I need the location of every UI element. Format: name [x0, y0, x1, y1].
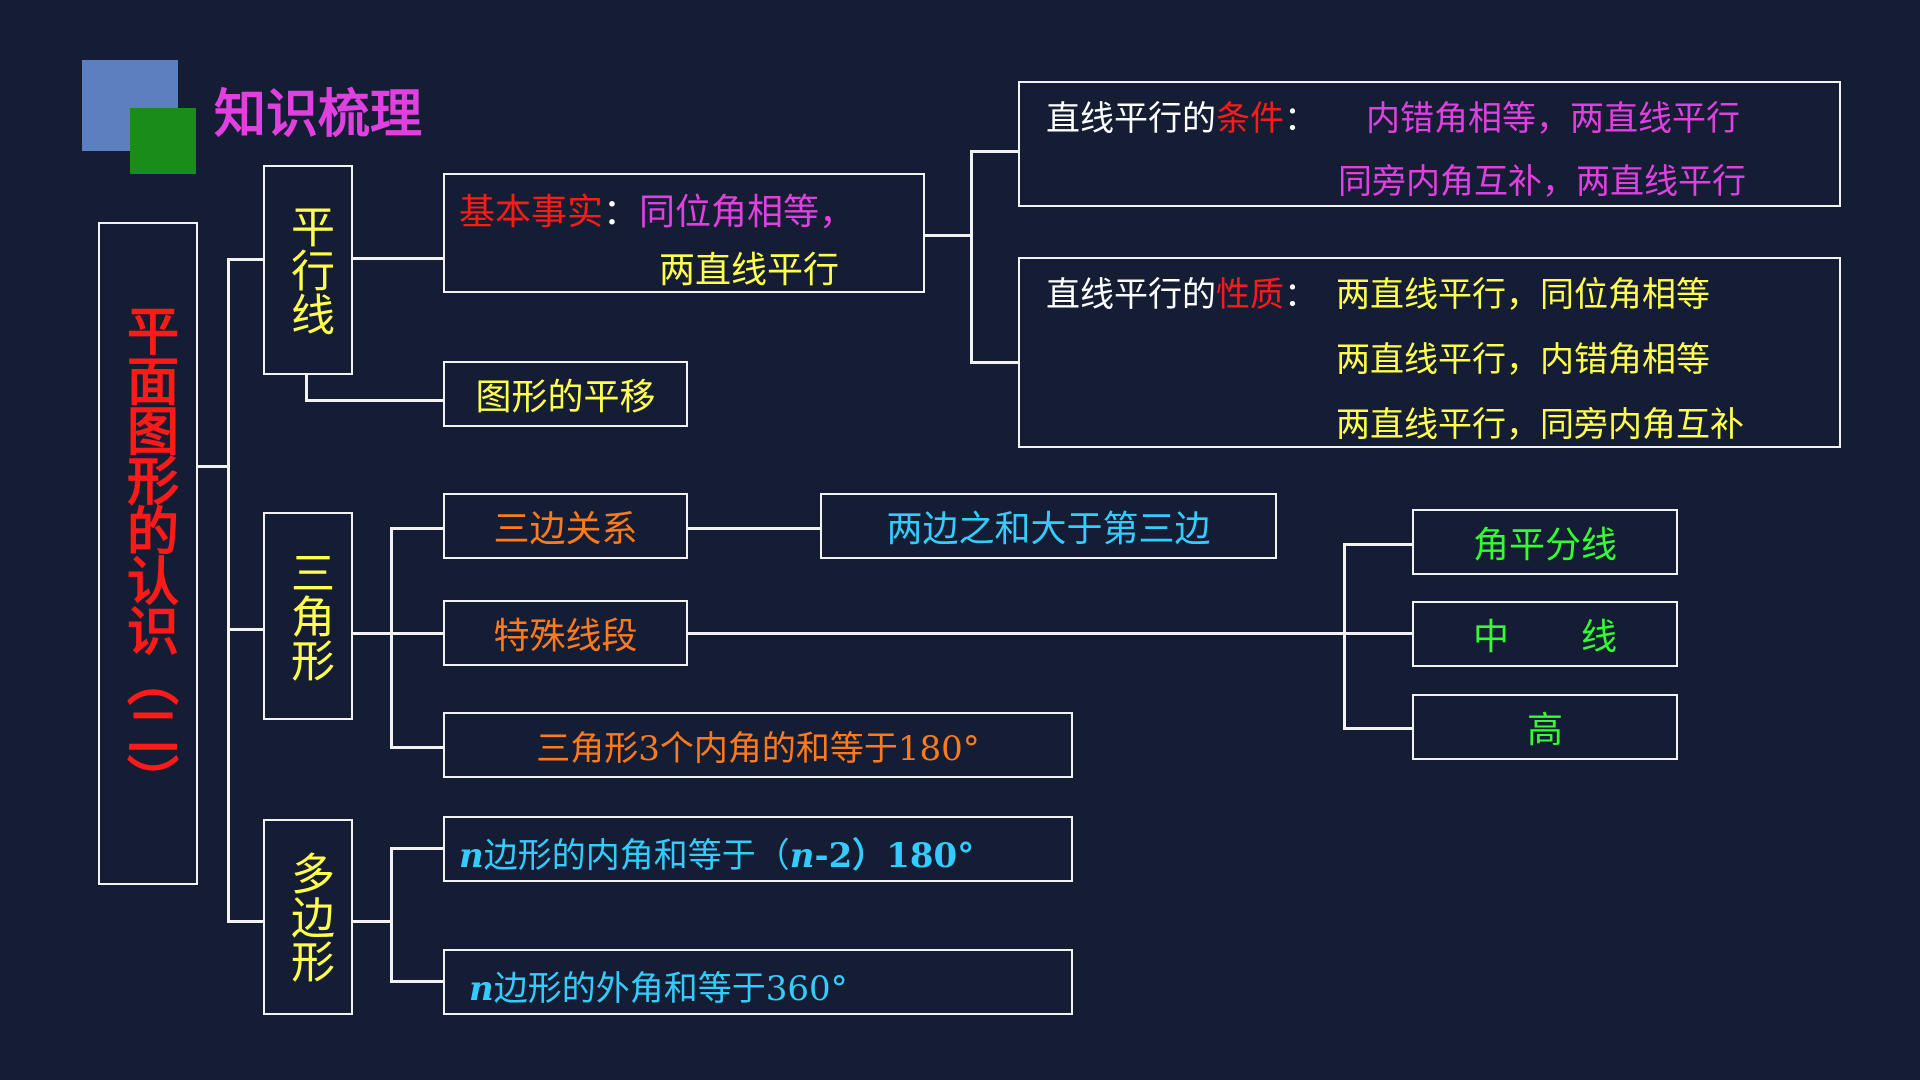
- connector: [1343, 543, 1346, 730]
- condition-prefix: 直线平行的: [1046, 99, 1216, 139]
- connector: [390, 527, 445, 530]
- translation-label: 图形的平移: [475, 377, 656, 418]
- connector: [227, 258, 265, 261]
- connector: [688, 527, 822, 530]
- connector: [227, 258, 230, 923]
- interior-sum-box: n边形的内角和等于（n-2）180°: [443, 816, 1073, 882]
- side-relation-box: 三边关系: [443, 493, 688, 559]
- connector: [970, 150, 973, 364]
- page-title: 知识梳理: [214, 84, 423, 145]
- segment-median: 中 线: [1472, 617, 1617, 658]
- interior-sum-label: n边形的内角和等于（n-2）180°: [459, 828, 974, 877]
- basic-fact-text2: 两直线平行: [659, 250, 840, 291]
- connector: [390, 746, 445, 749]
- property-box: 直线平行的性质： 两直线平行，同位角相等 两直线平行，内错角相等 两直线平行，同…: [1018, 257, 1841, 448]
- special-segments-label: 特殊线段: [493, 616, 638, 657]
- exterior-text: 边形的外角和等于360°: [493, 969, 848, 1009]
- polygon-label: 多边形: [283, 851, 334, 983]
- translation-box: 图形的平移: [443, 361, 688, 427]
- logo-square-green: [130, 108, 196, 174]
- side-relation-label: 三边关系: [493, 509, 638, 550]
- root-box: 平面图形的认识（二）: [98, 222, 198, 885]
- segment-angle-bisector: 角平分线: [1472, 525, 1617, 566]
- connector: [1343, 543, 1414, 546]
- parallel-label: 平行线: [283, 204, 334, 336]
- basic-fact-key: 基本事实: [459, 192, 604, 233]
- condition-text1: 内错角相等，两直线平行: [1366, 99, 1740, 139]
- connector: [925, 234, 973, 237]
- exterior-sum-box: n边形的外角和等于360°: [443, 949, 1073, 1015]
- property-sep: ：: [1284, 275, 1318, 315]
- connector: [970, 150, 1020, 153]
- property-text3: 两直线平行，同旁内角互补: [1336, 405, 1744, 445]
- basic-fact-box: 基本事实：同位角相等， 两直线平行: [443, 173, 925, 293]
- connector: [305, 399, 445, 402]
- segment-angle-bisector-box: 角平分线: [1412, 509, 1678, 575]
- connector: [1343, 727, 1414, 730]
- connector: [390, 847, 393, 983]
- property-text2: 两直线平行，内错角相等: [1336, 340, 1710, 380]
- condition-text2: 同旁内角互补，两直线平行: [1338, 162, 1746, 202]
- condition-sep: ：: [1284, 99, 1318, 139]
- basic-fact-line1: 基本事实：同位角相等，: [459, 183, 855, 235]
- segment-median-box: 中 线: [1412, 601, 1678, 667]
- connector: [305, 375, 308, 402]
- connector: [353, 632, 445, 635]
- property-prefix: 直线平行的: [1046, 275, 1216, 315]
- condition-line1: 直线平行的条件：: [1046, 91, 1318, 140]
- connector: [390, 847, 445, 850]
- segment-height: 高: [1526, 710, 1563, 751]
- connector: [227, 920, 265, 923]
- property-text1: 两直线平行，同位角相等: [1336, 275, 1710, 315]
- property-line1: 直线平行的性质：: [1046, 267, 1318, 316]
- interior-text1: 边形的内角和等于（: [483, 836, 790, 876]
- property-key: 性质: [1216, 275, 1284, 315]
- special-segments-box: 特殊线段: [443, 600, 688, 666]
- angle-sum-box: 三角形3个内角的和等于180°: [443, 712, 1073, 778]
- interior-n2: n: [789, 836, 815, 876]
- connector: [390, 527, 393, 749]
- root-label: 平面图形的认识（二）: [117, 303, 179, 804]
- segment-height-box: 高: [1412, 694, 1678, 760]
- side-relation-detail-box: 两边之和大于第三边: [820, 493, 1277, 559]
- interior-n: n: [459, 836, 484, 876]
- triangle-box: 三角形: [263, 512, 353, 720]
- interior-text2: -2）180°: [814, 836, 975, 876]
- exterior-sum-label: n边形的外角和等于360°: [469, 961, 848, 1010]
- connector: [688, 632, 1414, 635]
- angle-sum-label: 三角形3个内角的和等于180°: [536, 728, 980, 769]
- condition-key: 条件: [1216, 99, 1284, 139]
- connector: [198, 465, 230, 468]
- parallel-box: 平行线: [263, 165, 353, 375]
- polygon-box: 多边形: [263, 819, 353, 1015]
- basic-fact-text1: 同位角相等，: [639, 192, 856, 233]
- connector: [353, 920, 393, 923]
- connector: [390, 980, 445, 983]
- connector: [353, 257, 445, 260]
- exterior-n: n: [469, 969, 494, 1009]
- connector: [970, 361, 1020, 364]
- connector: [227, 628, 265, 631]
- condition-box: 直线平行的条件： 内错角相等，两直线平行 同旁内角互补，两直线平行: [1018, 81, 1841, 207]
- side-relation-detail: 两边之和大于第三边: [886, 509, 1211, 550]
- basic-fact-sep: ：: [603, 192, 640, 233]
- triangle-label: 三角形: [283, 550, 334, 682]
